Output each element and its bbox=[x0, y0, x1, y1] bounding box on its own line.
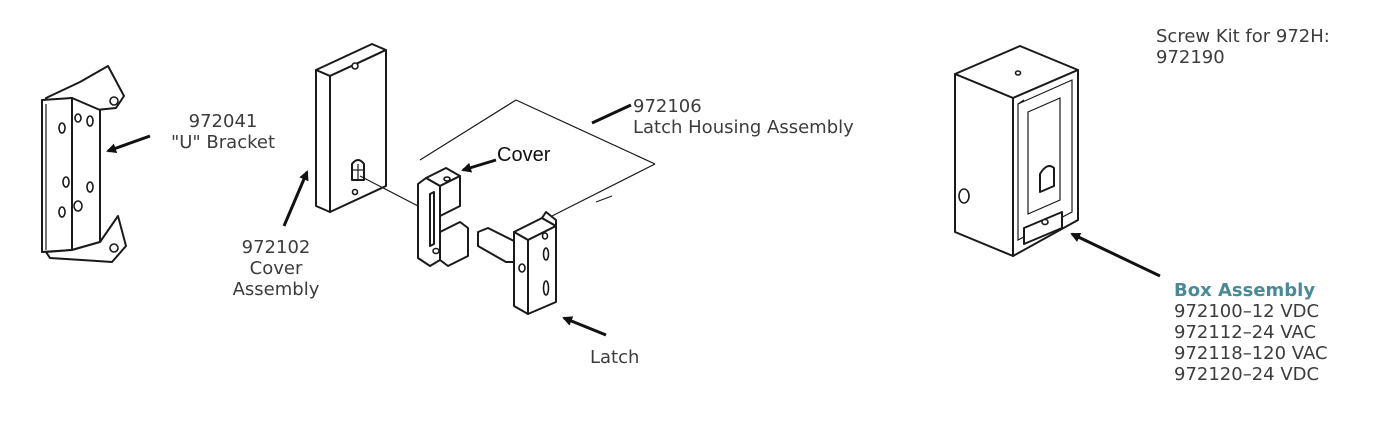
cover-assembly-number: 972102 bbox=[241, 237, 311, 258]
latch-label: Latch bbox=[590, 347, 640, 368]
latch-housing-outline bbox=[419, 99, 656, 219]
cover-clip-drawing bbox=[417, 167, 469, 267]
cover-assembly-label: 972102 Cover Assembly bbox=[216, 237, 336, 300]
box-variant: 972120–24 VDC bbox=[1174, 364, 1320, 385]
latch-housing-number: 972106 bbox=[633, 96, 702, 117]
box-variant: 972112–24 VAC bbox=[1174, 322, 1317, 343]
box-variant: 972118–120 VAC bbox=[1174, 343, 1328, 364]
cover-label: Cover bbox=[497, 144, 551, 166]
box-variant: 972100–12 VDC bbox=[1174, 301, 1320, 322]
cover-assembly-drawing bbox=[315, 43, 419, 213]
u-bracket-name: "U" Bracket bbox=[170, 132, 276, 153]
cover-assembly-line2: Assembly bbox=[232, 279, 320, 300]
latch-drawing bbox=[477, 211, 557, 315]
box-assembly-label: Box Assembly 972100–12 VDC 972112–24 VAC… bbox=[1174, 280, 1328, 385]
latch-housing-name: Latch Housing Assembly bbox=[633, 117, 854, 138]
u-bracket-label: 972041 "U" Bracket bbox=[148, 111, 298, 153]
screw-kit-label: Screw Kit for 972H: 972190 bbox=[1156, 26, 1330, 68]
screw-kit-line1: Screw Kit for 972H: bbox=[1156, 26, 1330, 47]
screw-kit-line2: 972190 bbox=[1156, 47, 1225, 68]
u-bracket-number: 972041 bbox=[188, 111, 258, 132]
latch-housing-label: 972106 Latch Housing Assembly bbox=[633, 96, 854, 138]
box-assembly-title: Box Assembly bbox=[1174, 280, 1316, 301]
box-assembly-drawing bbox=[954, 45, 1079, 257]
u-bracket-drawing bbox=[41, 65, 127, 263]
cover-assembly-line1: Cover bbox=[249, 258, 303, 279]
leader-arrows bbox=[106, 103, 1161, 337]
